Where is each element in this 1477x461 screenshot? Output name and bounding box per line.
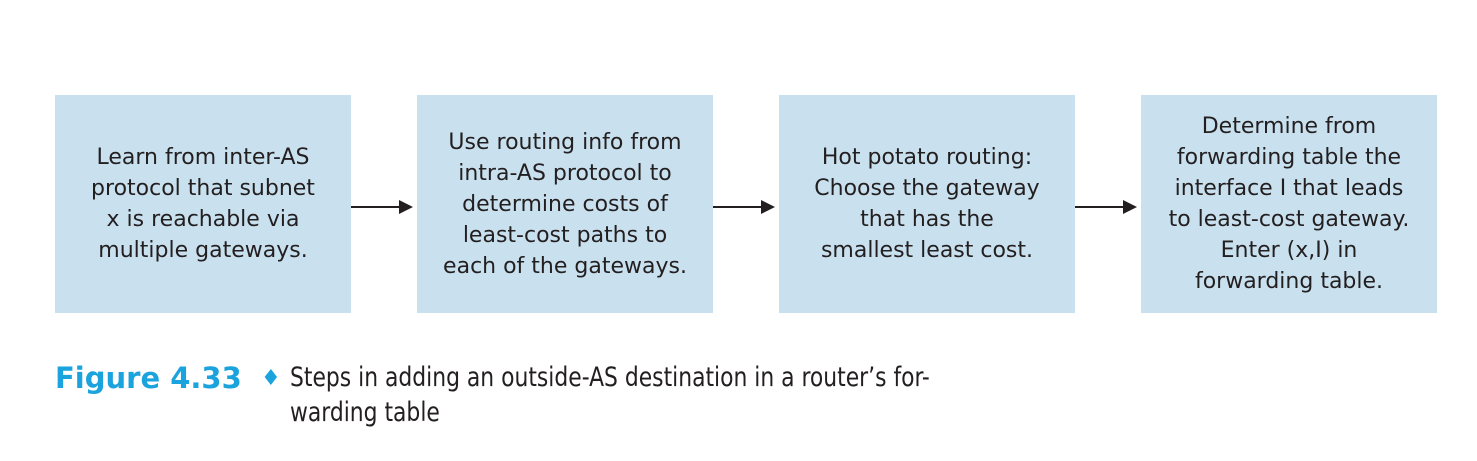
arrow-right-icon: [1075, 200, 1137, 214]
caption-text: Steps in adding an outside-AS destinatio…: [290, 360, 1110, 430]
step-line: forwarding table the: [1176, 145, 1402, 170]
caption-line: warding table: [290, 397, 440, 428]
step-line: least-cost paths to: [462, 222, 668, 248]
step-line: interface I that leads: [1174, 176, 1404, 201]
step-text: Learn from inter-AS protocol that subnet…: [91, 142, 315, 266]
step-line: x is reachable via: [106, 207, 300, 232]
step-line: smallest least cost.: [820, 238, 1034, 263]
step-line: Determine from: [1201, 114, 1377, 139]
step-line: that has the: [860, 207, 994, 232]
step-box-forwarding-table: Determine from forwarding table the inte…: [1141, 95, 1437, 313]
diamond-icon: ♦: [261, 366, 281, 391]
step-line: Hot potato routing:: [821, 145, 1033, 170]
step-line: each of the gateways.: [443, 253, 687, 279]
step-text: Hot potato routing: Choose the gateway t…: [814, 142, 1039, 266]
step-line: Enter (x,I) in: [1220, 238, 1358, 263]
step-text: Determine from forwarding table the inte…: [1169, 111, 1410, 297]
figure-caption: Figure 4.33 ♦ Steps in adding an outside…: [55, 360, 1155, 440]
step-box-intra-as-costs: Use routing info from intra-AS protocol …: [417, 95, 713, 313]
figure-label: Figure 4.33: [55, 361, 242, 395]
step-line: to least-cost gateway.: [1168, 207, 1410, 232]
step-line: protocol that subnet: [91, 176, 315, 201]
step-line: determine costs of: [462, 191, 668, 217]
step-line: Learn from inter-AS: [96, 145, 310, 170]
arrow-right-icon: [713, 200, 775, 214]
step-text: Use routing info from intra-AS protocol …: [443, 127, 687, 282]
arrow-right-icon: [351, 200, 413, 214]
step-line: forwarding table.: [1194, 269, 1384, 294]
step-line: multiple gateways.: [98, 238, 308, 263]
step-line: Choose the gateway: [814, 176, 1040, 201]
step-box-learn-inter-as: Learn from inter-AS protocol that subnet…: [55, 95, 351, 313]
step-line: intra-AS protocol to: [458, 160, 672, 186]
caption-line: Steps in adding an outside-AS destinatio…: [290, 362, 930, 393]
step-line: Use routing info from: [448, 129, 682, 155]
step-box-hot-potato: Hot potato routing: Choose the gateway t…: [779, 95, 1075, 313]
